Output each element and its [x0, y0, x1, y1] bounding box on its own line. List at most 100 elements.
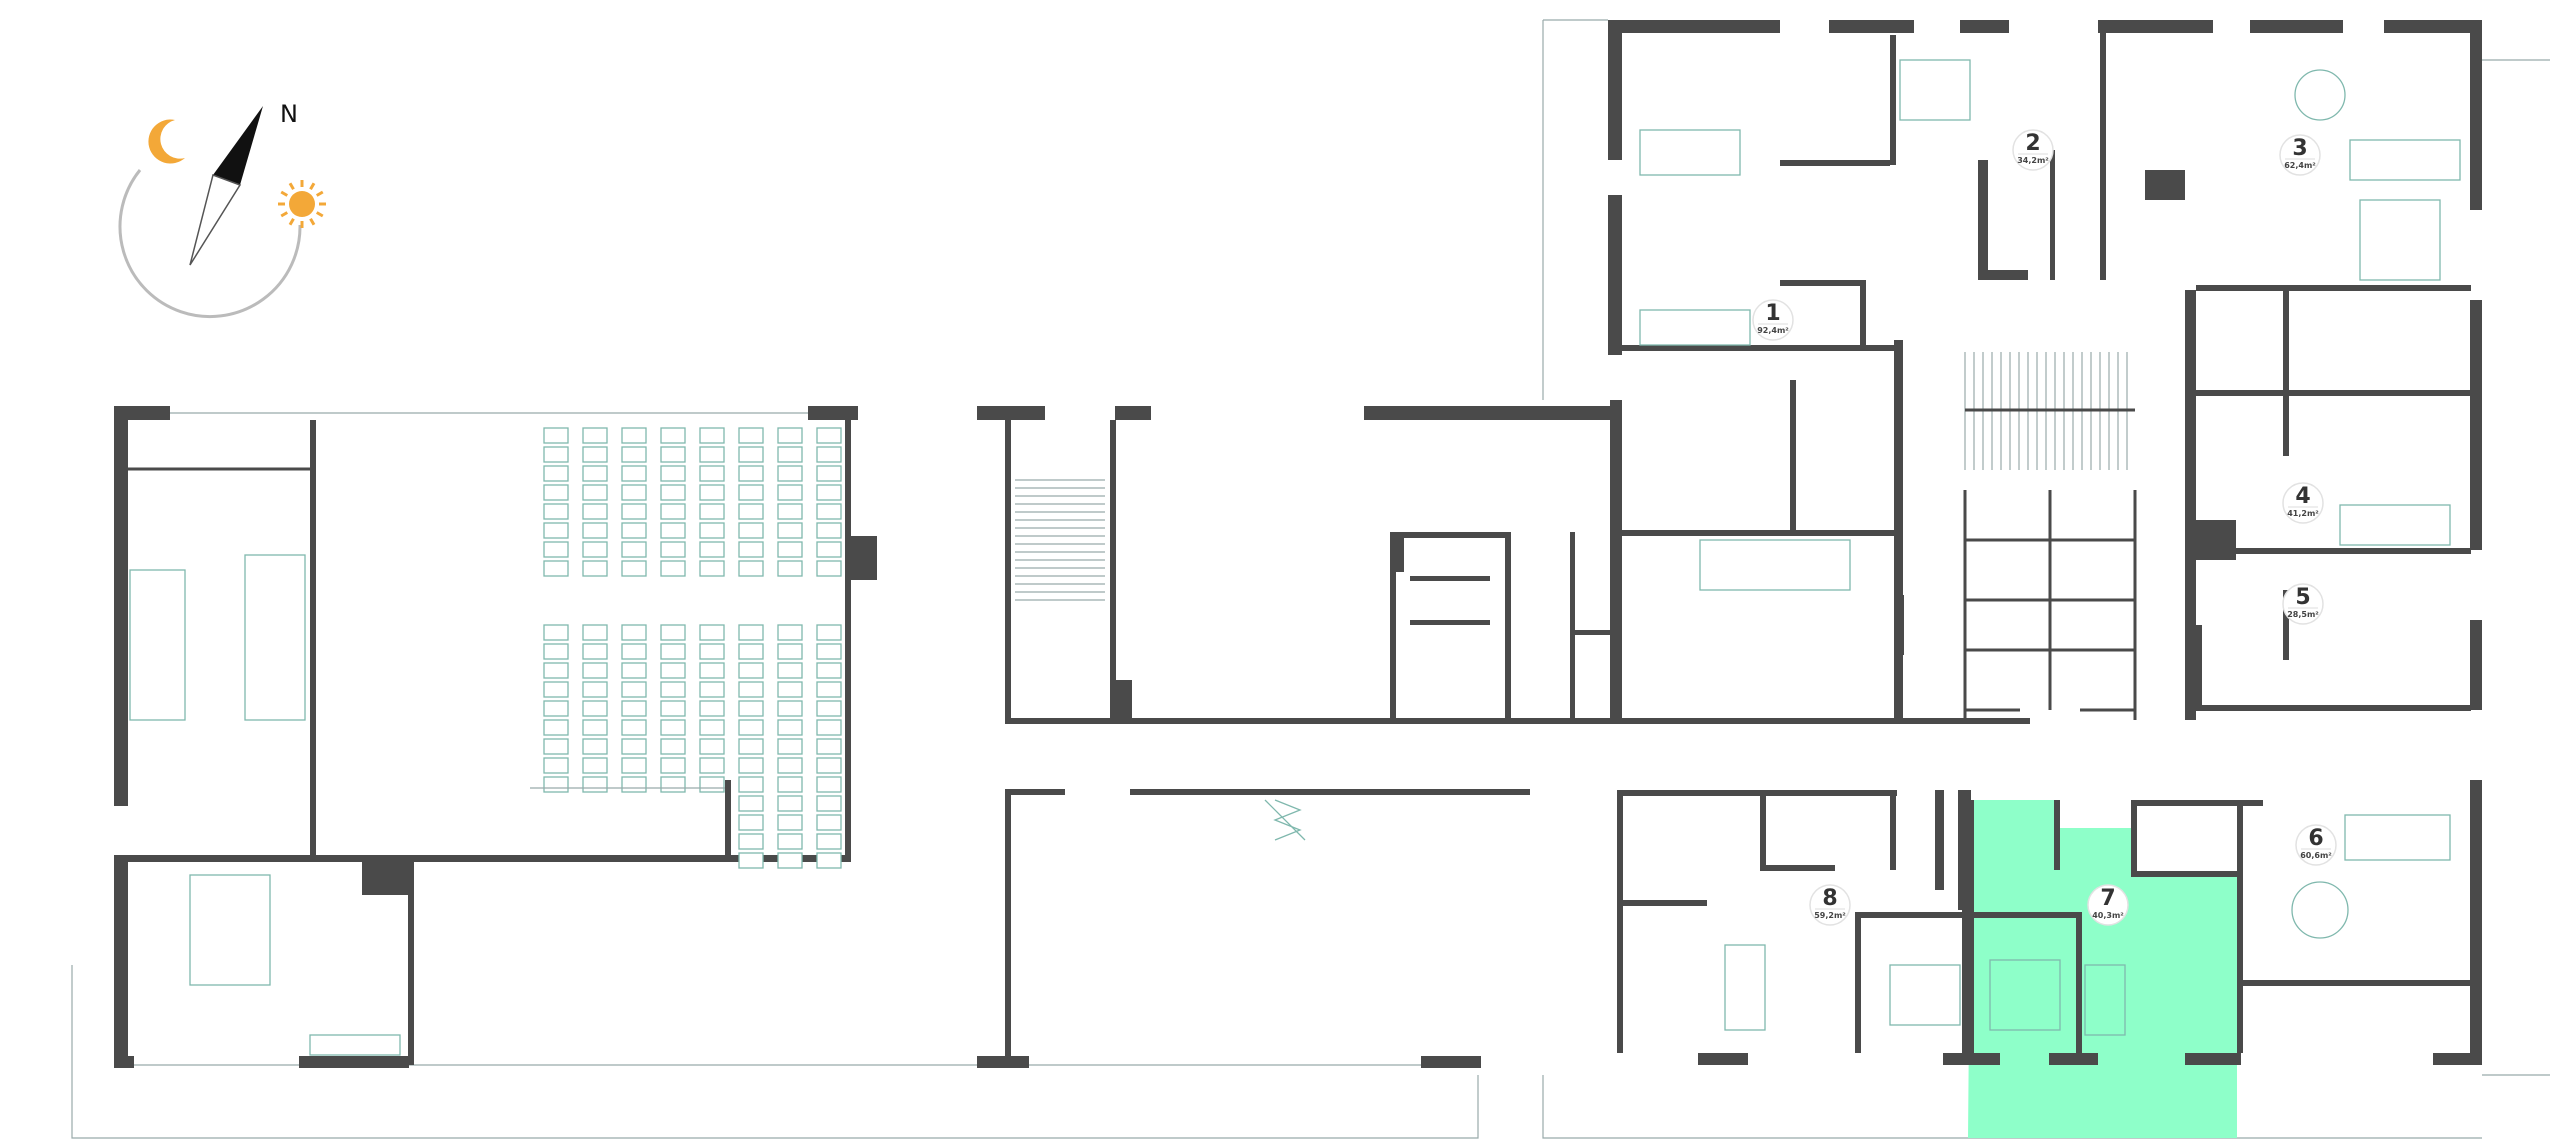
seat [738, 833, 764, 850]
seat [543, 465, 569, 482]
svg-text:7: 7 [2100, 886, 2115, 911]
seat [699, 776, 725, 793]
seat [738, 776, 764, 793]
seat [738, 541, 764, 558]
seat [738, 484, 764, 501]
seat [777, 643, 803, 660]
seat [582, 465, 608, 482]
seat [816, 522, 842, 539]
seat [738, 738, 764, 755]
compass: N [118, 100, 326, 319]
unit-label-8[interactable]: 859,2m² [1809, 884, 1851, 926]
seat [777, 833, 803, 850]
seat [582, 560, 608, 577]
walls [114, 20, 2482, 1068]
seat [738, 852, 764, 869]
seat [543, 541, 569, 558]
seat [582, 541, 608, 558]
svg-text:3: 3 [2292, 136, 2307, 161]
seat [543, 662, 569, 679]
seat [660, 560, 686, 577]
svg-text:62,4m²: 62,4m² [2284, 161, 2316, 170]
seat [816, 776, 842, 793]
seat [777, 484, 803, 501]
seat [543, 624, 569, 641]
seat [738, 719, 764, 736]
unit-label-6[interactable]: 660,6m² [2295, 824, 2337, 866]
svg-text:2: 2 [2025, 131, 2040, 156]
seat [660, 465, 686, 482]
seat [816, 662, 842, 679]
seat [816, 541, 842, 558]
svg-text:59,2m²: 59,2m² [1814, 911, 1846, 920]
seat [699, 560, 725, 577]
seat [816, 852, 842, 869]
seat [621, 484, 647, 501]
unit-label-3[interactable]: 362,4m² [2279, 134, 2321, 176]
seat [621, 503, 647, 520]
seat [816, 560, 842, 577]
seat [543, 757, 569, 774]
seat [738, 560, 764, 577]
seat [777, 700, 803, 717]
unit-label-4[interactable]: 441,2m² [2282, 482, 2324, 524]
seat [660, 541, 686, 558]
sun-ray [309, 182, 316, 191]
seat [621, 427, 647, 444]
seat [621, 681, 647, 698]
seat [621, 719, 647, 736]
sun-ray [280, 190, 289, 197]
seat [582, 700, 608, 717]
seat [621, 643, 647, 660]
seat [738, 757, 764, 774]
sun-ray [288, 182, 295, 191]
sun-ray [309, 217, 316, 226]
seat [738, 427, 764, 444]
seat [660, 503, 686, 520]
seat [582, 643, 608, 660]
seat [582, 446, 608, 463]
seat [660, 522, 686, 539]
seat [738, 700, 764, 717]
seat [777, 852, 803, 869]
seat [738, 522, 764, 539]
unit-labels: 192,4m² 234,2m² 362,4m² 441,2m² 528,5m² … [1752, 129, 2337, 926]
seat [660, 776, 686, 793]
seat [816, 503, 842, 520]
seat [543, 522, 569, 539]
seat [777, 465, 803, 482]
seat [738, 503, 764, 520]
seat [543, 503, 569, 520]
seat [777, 814, 803, 831]
seat [699, 484, 725, 501]
unit-label-1[interactable]: 192,4m² [1752, 299, 1794, 341]
seat [816, 719, 842, 736]
svg-text:92,4m²: 92,4m² [1757, 326, 1789, 335]
svg-text:1: 1 [1765, 301, 1780, 326]
sun-ray [288, 217, 295, 226]
svg-text:6: 6 [2308, 826, 2323, 851]
seat [660, 700, 686, 717]
seat [816, 427, 842, 444]
seat [816, 484, 842, 501]
seat [621, 541, 647, 558]
unit-label-2[interactable]: 234,2m² [2012, 129, 2054, 171]
seat [660, 484, 686, 501]
moon-icon [148, 119, 185, 164]
north-label: N [280, 100, 298, 128]
sun-ray [315, 211, 324, 218]
unit-label-7[interactable]: 740,3m² [2087, 884, 2129, 926]
seat [777, 795, 803, 812]
seat [816, 465, 842, 482]
seat [699, 427, 725, 444]
unit-label-5[interactable]: 528,5m² [2282, 583, 2324, 625]
svg-text:28,5m²: 28,5m² [2287, 610, 2319, 619]
seat [621, 624, 647, 641]
svg-text:5: 5 [2295, 585, 2310, 610]
seat [582, 681, 608, 698]
apartment-7-highlight[interactable] [1968, 800, 2237, 1138]
seat [777, 446, 803, 463]
seat [816, 757, 842, 774]
seat [543, 484, 569, 501]
